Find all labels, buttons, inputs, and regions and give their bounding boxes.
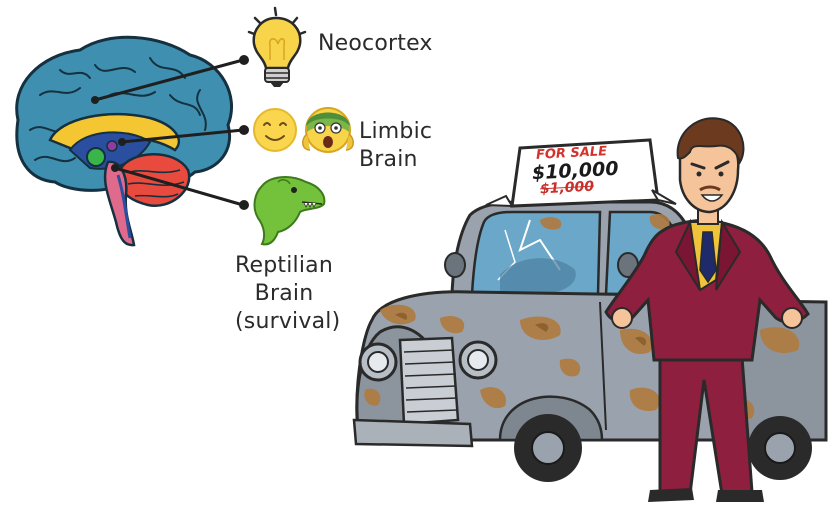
dinosaur-head-icon (255, 177, 325, 244)
rear-wheel (748, 416, 812, 480)
reptilian-label-line-1: Reptilian (235, 252, 333, 280)
lightbulb-icon (249, 8, 305, 87)
old-price: $1,000 (540, 179, 595, 198)
neocortex-label: Neocortex (318, 30, 433, 58)
limbic-label-line-2: Brain (359, 146, 432, 174)
limbic-brain-label: Limbic Brain (359, 118, 432, 174)
reptilian-label-line-2: Brain (235, 280, 333, 308)
front-wheel (514, 414, 582, 482)
smiley-face-icon (254, 109, 296, 151)
reptilian-label-line-3: (survival) (235, 308, 333, 336)
limbic-label-line-1: Limbic (359, 118, 432, 146)
screaming-face-icon (303, 108, 354, 152)
reptilian-brain-label: Reptilian Brain (survival) (235, 252, 333, 336)
